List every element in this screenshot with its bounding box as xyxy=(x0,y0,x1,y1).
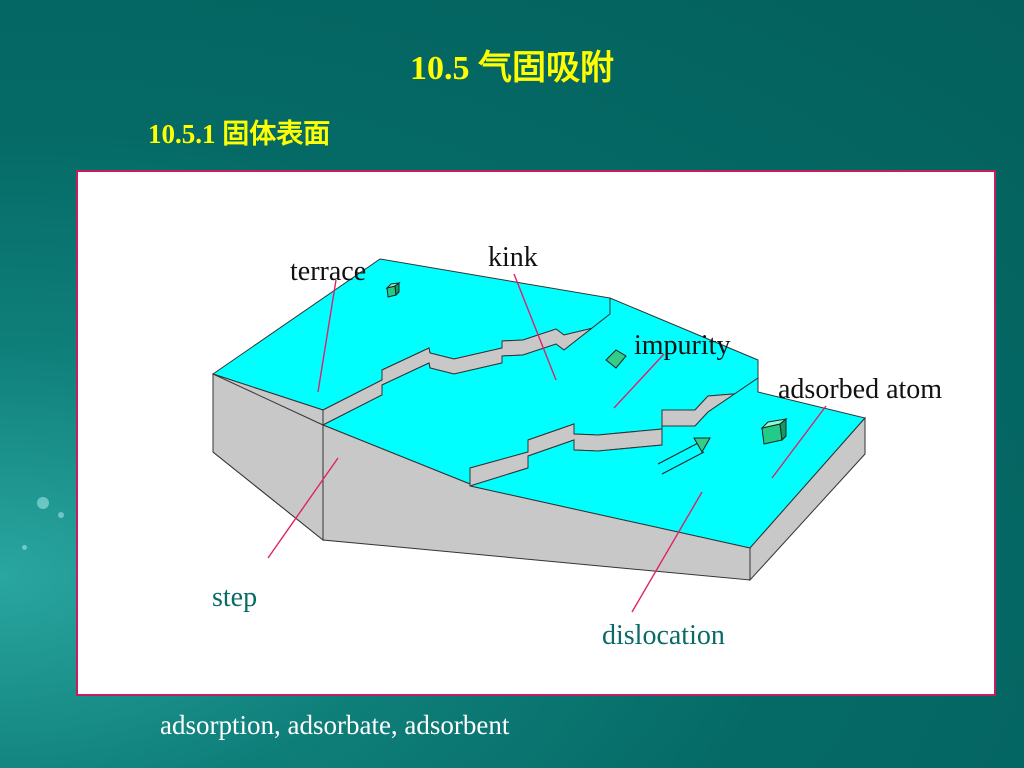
label-kink: kink xyxy=(488,242,538,273)
upper-side-face xyxy=(212,373,324,542)
right-side-face xyxy=(749,416,866,582)
leader-adsorbed-atom xyxy=(771,405,827,479)
surface-diagram: terrace kink impurity adsorbed atom step… xyxy=(76,170,996,696)
leader-terrace xyxy=(317,279,337,393)
slide-subtitle: 10.5.1 固体表面 xyxy=(148,119,331,149)
leader-kink xyxy=(513,273,557,381)
slide-title: 10.5 气固吸附 xyxy=(410,50,614,87)
label-step: step xyxy=(212,582,257,613)
impurity-marker xyxy=(605,349,627,369)
leader-impurity xyxy=(613,353,665,409)
label-dislocation: dislocation xyxy=(602,620,725,651)
background-dot xyxy=(58,512,64,518)
label-terrace: terrace xyxy=(290,256,366,287)
label-impurity: impurity xyxy=(634,330,730,361)
background-dot xyxy=(22,545,27,550)
label-adsorbed-atom: adsorbed atom xyxy=(778,374,942,405)
surface-diagram-svg: terrace kink impurity adsorbed atom step… xyxy=(211,242,942,651)
terrace-atom xyxy=(385,282,401,298)
leader-step xyxy=(267,457,339,559)
footer-terms: adsorption, adsorbate, adsorbent xyxy=(160,710,510,740)
background-dot xyxy=(37,497,49,509)
adsorbed-atom-marker xyxy=(760,417,788,445)
leader-dislocation xyxy=(631,491,703,613)
lower-terrace xyxy=(468,377,866,549)
dislocation-arrow xyxy=(657,437,711,475)
